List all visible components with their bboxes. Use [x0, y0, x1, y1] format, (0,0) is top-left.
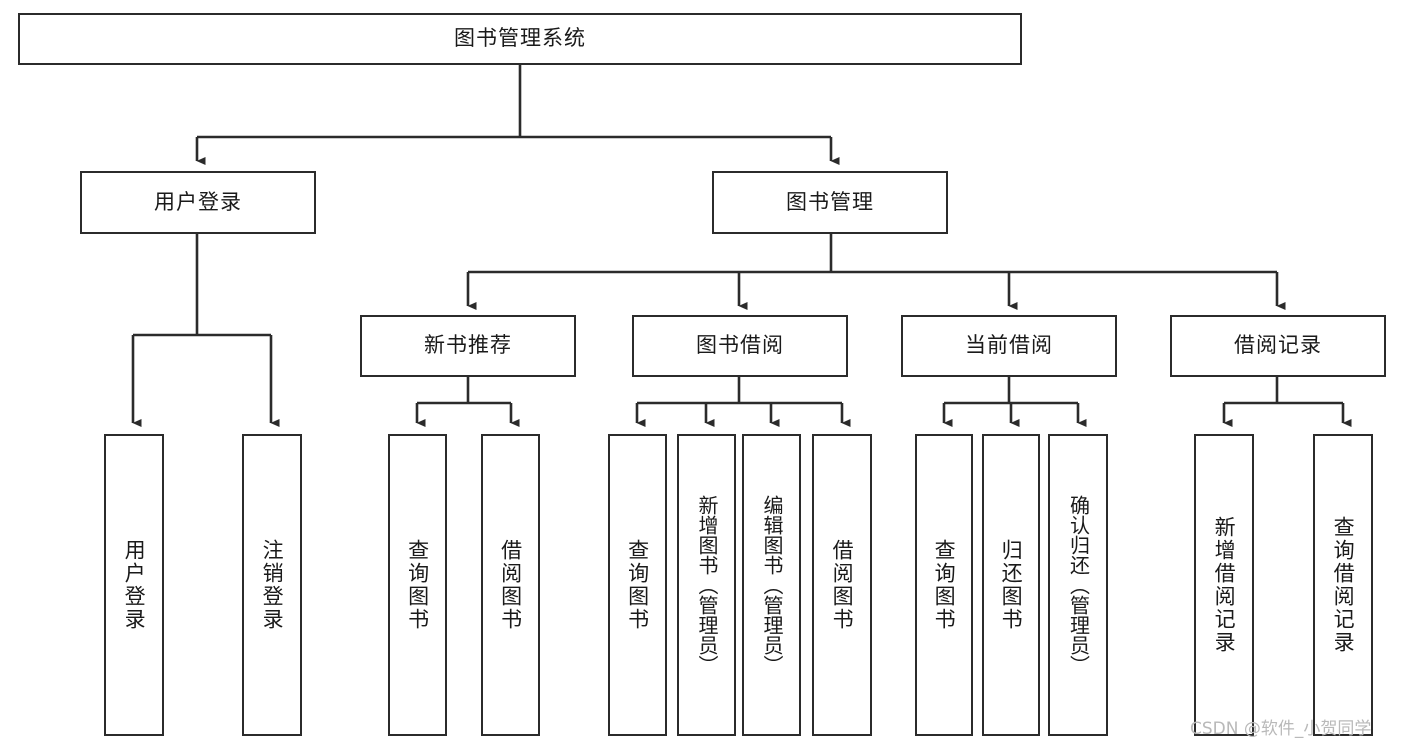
node-leaf-add-record-label: 新增借阅记录: [1212, 516, 1237, 654]
node-book-borrow-label: 图书借阅: [696, 333, 784, 358]
node-leaf-borrow-book-2-label: 借阅图书: [830, 539, 855, 631]
node-leaf-return-book-label: 归还图书: [999, 539, 1024, 631]
node-leaf-logout-login[interactable]: 注销登录: [242, 434, 302, 736]
node-leaf-add-record[interactable]: 新增借阅记录: [1194, 434, 1254, 736]
node-user-login-label: 用户登录: [154, 189, 242, 214]
node-leaf-user-login-label: 用户登录: [122, 539, 147, 631]
node-current-borrow[interactable]: 当前借阅: [901, 315, 1117, 377]
node-leaf-return-book[interactable]: 归还图书: [982, 434, 1040, 736]
node-leaf-edit-book[interactable]: 编辑图书（管理员）: [742, 434, 801, 736]
node-root-label: 图书管理系统: [454, 26, 586, 51]
node-leaf-query-book-3-label: 查询图书: [932, 539, 957, 631]
node-leaf-add-book-label: 新增图书（管理员）: [695, 495, 719, 675]
node-leaf-borrow-book-1-label: 借阅图书: [498, 539, 523, 631]
node-new-book-recommend[interactable]: 新书推荐: [360, 315, 576, 377]
node-new-book-recommend-label: 新书推荐: [424, 333, 512, 358]
node-leaf-query-book-2[interactable]: 查询图书: [608, 434, 667, 736]
node-leaf-query-record-label: 查询借阅记录: [1331, 516, 1356, 654]
node-leaf-user-login[interactable]: 用户登录: [104, 434, 164, 736]
watermark: CSDN @软件_小贺同学: [1190, 719, 1372, 739]
node-leaf-borrow-book-2[interactable]: 借阅图书: [812, 434, 872, 736]
node-leaf-query-book-1[interactable]: 查询图书: [388, 434, 447, 736]
node-book-borrow[interactable]: 图书借阅: [632, 315, 848, 377]
node-borrow-record-label: 借阅记录: [1234, 333, 1322, 358]
node-book-manage-label: 图书管理: [786, 189, 874, 214]
node-leaf-logout-login-label: 注销登录: [260, 539, 285, 631]
node-leaf-confirm-return-label: 确认归还（管理员）: [1066, 495, 1091, 675]
node-user-login[interactable]: 用户登录: [80, 171, 316, 234]
node-root[interactable]: 图书管理系统: [18, 13, 1022, 65]
node-leaf-confirm-return[interactable]: 确认归还（管理员）: [1048, 434, 1108, 736]
node-leaf-edit-book-label: 编辑图书（管理员）: [760, 495, 784, 675]
node-book-manage[interactable]: 图书管理: [712, 171, 948, 234]
node-leaf-add-book[interactable]: 新增图书（管理员）: [677, 434, 736, 736]
node-current-borrow-label: 当前借阅: [965, 333, 1053, 358]
node-leaf-query-book-1-label: 查询图书: [405, 539, 430, 631]
node-borrow-record[interactable]: 借阅记录: [1170, 315, 1386, 377]
node-leaf-query-record[interactable]: 查询借阅记录: [1313, 434, 1373, 736]
node-leaf-query-book-2-label: 查询图书: [625, 539, 650, 631]
node-leaf-borrow-book-1[interactable]: 借阅图书: [481, 434, 540, 736]
node-leaf-query-book-3[interactable]: 查询图书: [915, 434, 973, 736]
